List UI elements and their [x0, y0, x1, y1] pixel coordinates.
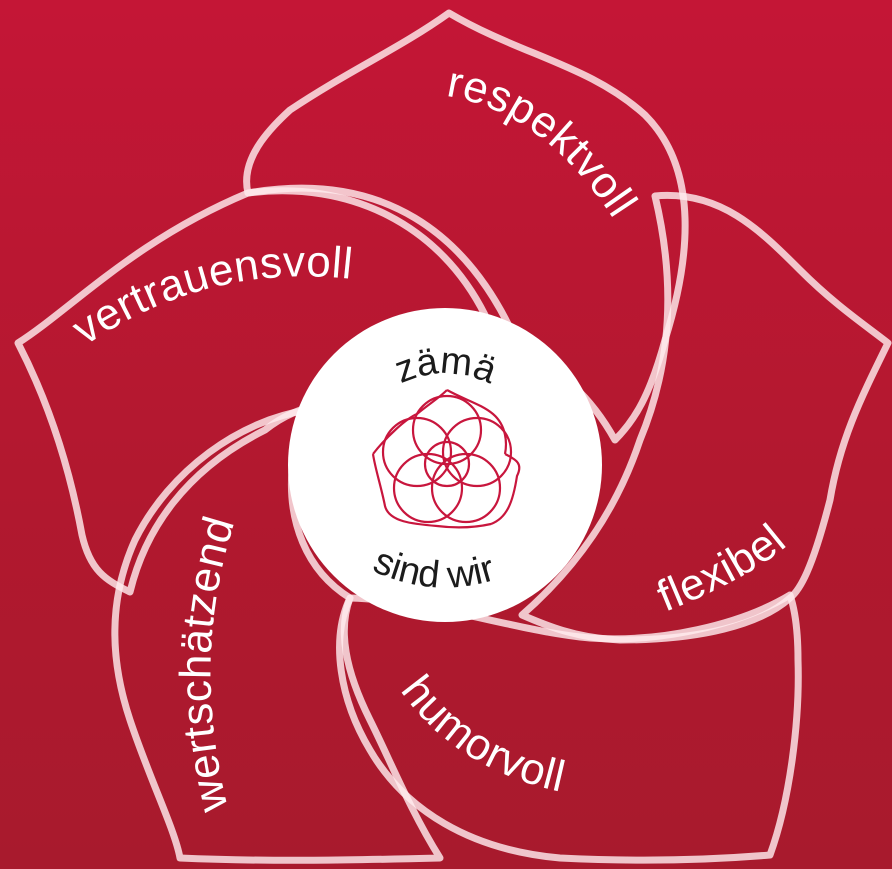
- petal-right: [518, 191, 892, 644]
- petal-lower-left: [111, 406, 444, 864]
- flower-logo-icon: [371, 389, 521, 529]
- petal-bottom: [336, 591, 802, 864]
